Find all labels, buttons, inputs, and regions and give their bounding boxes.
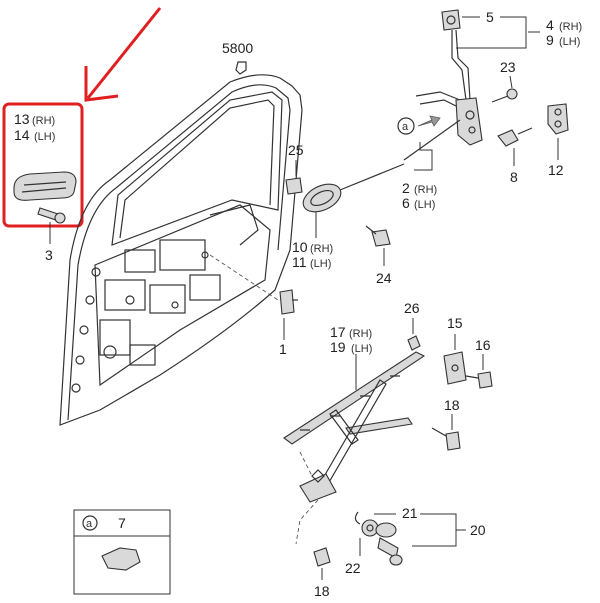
red-annotation-arrow xyxy=(84,7,162,102)
bolt-8 xyxy=(497,127,533,147)
handle-screw xyxy=(37,207,66,224)
callout-18-bottom: 18 xyxy=(314,583,330,599)
callout-4: 4 xyxy=(546,17,554,33)
callout-22: 22 xyxy=(345,560,361,576)
bolt-18-bottom xyxy=(313,547,331,567)
door-shell xyxy=(59,74,303,426)
callout-10-side: (RH) xyxy=(310,243,333,255)
callout-12: 12 xyxy=(548,162,564,178)
ref-arrow-icon xyxy=(417,115,441,127)
callout-1: 1 xyxy=(279,341,287,357)
callout-5: 5 xyxy=(486,9,494,25)
outside-handle xyxy=(13,171,77,201)
striker-12 xyxy=(547,103,569,135)
clip-21 xyxy=(354,511,361,525)
bolt-16 xyxy=(465,371,493,389)
callout-11-side: (LH) xyxy=(310,258,331,270)
callout-4-side: (RH) xyxy=(559,21,582,33)
callout-9-side: (LH) xyxy=(559,36,580,48)
callout-23: 23 xyxy=(500,59,516,75)
callout-13: 13 xyxy=(14,111,30,127)
callout-25: 25 xyxy=(288,142,304,158)
callout-2: 2 xyxy=(402,180,410,196)
callout-19-side: (LH) xyxy=(351,343,372,355)
ref-marker-circle xyxy=(397,117,415,135)
callout-17: 17 xyxy=(330,324,346,340)
callout-21: 21 xyxy=(402,505,418,521)
washer-22 xyxy=(361,519,379,537)
callout-13-side: (RH) xyxy=(32,115,55,127)
inside-handle xyxy=(302,183,342,213)
callout-11: 11 xyxy=(292,254,307,270)
callout-2-side: (RH) xyxy=(414,184,437,196)
latch-clip xyxy=(441,9,461,31)
part-7-icon xyxy=(101,547,141,571)
bracket-15 xyxy=(443,351,467,385)
callout-14: 14 xyxy=(14,127,30,143)
inset-marker: a xyxy=(86,518,93,530)
callout-19: 19 xyxy=(330,339,346,355)
window-crank xyxy=(375,522,403,566)
inset-part-7: 7 xyxy=(118,515,126,531)
callout-9: 9 xyxy=(546,32,554,48)
assembly-pin-icon xyxy=(235,61,247,75)
door-latch-assembly xyxy=(325,29,483,197)
bolt-18-top xyxy=(431,427,461,451)
callout-20: 20 xyxy=(470,522,486,538)
window-regulator xyxy=(283,351,426,503)
callout-24: 24 xyxy=(376,270,392,286)
callout-17-side: (RH) xyxy=(349,328,372,340)
clip-25 xyxy=(285,177,303,195)
clip-26 xyxy=(407,335,421,351)
callout-3: 3 xyxy=(45,247,53,263)
screw-24 xyxy=(365,225,391,247)
callout-10: 10 xyxy=(292,239,308,255)
callout-16: 16 xyxy=(475,337,491,353)
callout-14-side: (LH) xyxy=(34,131,55,143)
clip-1 xyxy=(279,289,298,315)
callout-6-side: (LH) xyxy=(414,199,435,211)
callout-6: 6 xyxy=(402,195,410,211)
ref-marker: a xyxy=(402,121,409,133)
assembly-code: 5800 xyxy=(222,40,253,56)
callout-18-top: 18 xyxy=(444,397,460,413)
callout-15: 15 xyxy=(447,315,463,331)
highlight-box xyxy=(2,102,84,228)
bolt-23 xyxy=(491,88,518,103)
callout-8: 8 xyxy=(510,169,518,185)
callout-26: 26 xyxy=(404,300,420,316)
inset-box xyxy=(73,509,171,595)
